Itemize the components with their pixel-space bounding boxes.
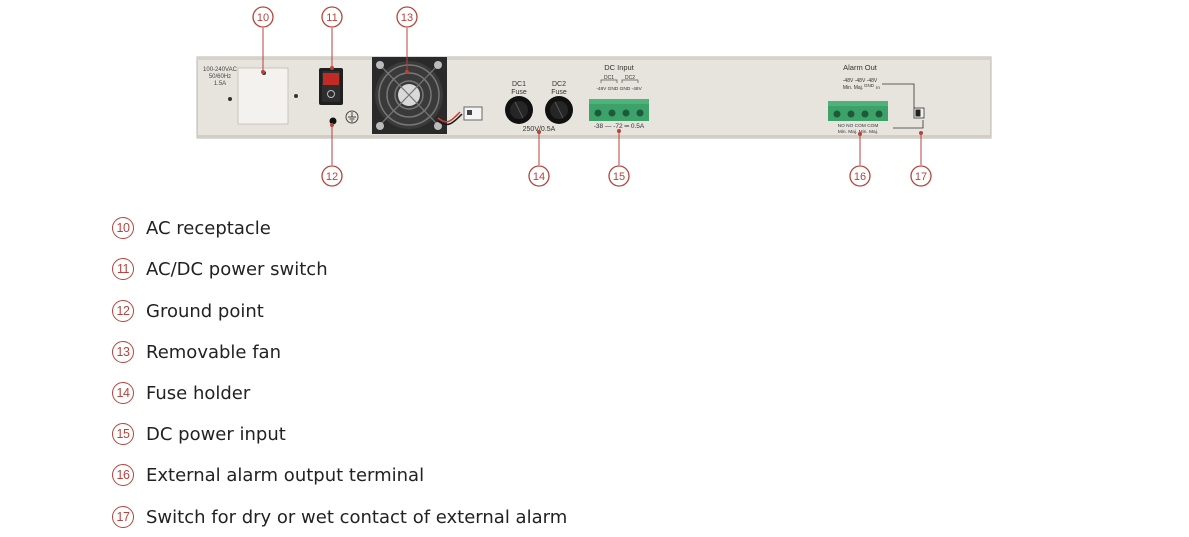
- legend-item-15: 15 DC power input: [112, 421, 286, 447]
- legend-label-15: DC power input: [146, 423, 286, 445]
- fuse-holder-dc1[interactable]: [505, 96, 533, 124]
- dry-wet-contact-switch[interactable]: [913, 107, 925, 119]
- fuse-rating: 250V/0.5A: [523, 126, 556, 133]
- alarm-bottom-line-1: NO NO COM COM: [838, 123, 879, 129]
- svg-text:12: 12: [326, 171, 338, 183]
- svg-text:10: 10: [257, 12, 269, 24]
- ac-rating-line-2: 50/60Hz: [209, 74, 231, 80]
- alarm-bottom-line-2: Min. Maj. Min. Maj.: [838, 129, 878, 135]
- svg-text:15: 15: [613, 171, 625, 183]
- dc2-label: DC2: [552, 81, 566, 88]
- alarm-output-terminal: [828, 101, 888, 121]
- svg-text:17: 17: [915, 171, 927, 183]
- alarm-top-line-2: Min. Maj.: [843, 85, 863, 91]
- dc-power-input-terminal: [589, 99, 649, 121]
- callout-15: 15: [608, 165, 630, 187]
- svg-text:13: 13: [401, 12, 413, 24]
- rear-panel-diagram: 100-240VAC 50/60Hz 1.5A DC1: [196, 6, 992, 187]
- dc-input-voltage-range: -38 — -72 ═ 0.5A: [594, 123, 645, 130]
- legend-label-16: External alarm output terminal: [146, 464, 425, 486]
- legend-number-10: 10: [112, 217, 134, 239]
- legend-number-12: 12: [112, 300, 134, 322]
- callout-14: 14: [528, 165, 550, 187]
- alarm-gnd-label: GND: [864, 83, 875, 88]
- alarm-in-label: In: [876, 85, 880, 90]
- alarm-out-title: Alarm Out: [843, 63, 878, 72]
- legend-item-14: 14 Fuse holder: [112, 380, 250, 406]
- legend-item-10: 10 AC receptacle: [112, 215, 271, 241]
- legend-item-11: 11 AC/DC power switch: [112, 256, 328, 282]
- legend-label-14: Fuse holder: [146, 382, 251, 404]
- callout-12: 12: [321, 165, 343, 187]
- dc-input-dc1-label: DC1: [604, 75, 614, 81]
- legend-label-12: Ground point: [146, 300, 264, 322]
- callout-leaders: [261, 28, 923, 165]
- legend-item-17: 17 Switch for dry or wet contact of exte…: [112, 504, 567, 530]
- legend-item-16: 16 External alarm output terminal: [112, 462, 424, 488]
- dc-input-title: DC Input: [604, 63, 635, 72]
- power-switch[interactable]: [319, 68, 343, 105]
- legend-number-14: 14: [112, 382, 134, 404]
- fuse-holder-dc2[interactable]: [545, 96, 573, 124]
- legend-number-16: 16: [112, 464, 134, 486]
- callout-17: 17: [910, 165, 932, 187]
- dc1-fuse-label: Fuse: [511, 89, 527, 96]
- legend-number-15: 15: [112, 423, 134, 445]
- dc2-fuse-label: Fuse: [551, 89, 567, 96]
- legend-number-13: 13: [112, 341, 134, 363]
- ground-point: [329, 110, 359, 125]
- ac-rating-line-3: 1.5A: [214, 81, 226, 87]
- ac-rating-line-1: 100-240VAC: [203, 67, 238, 73]
- legend-item-12: 12 Ground point: [112, 298, 264, 324]
- svg-text:14: 14: [533, 171, 545, 183]
- dc1-label: DC1: [512, 81, 526, 88]
- callout-16: 16: [849, 165, 871, 187]
- legend-item-13: 13 Removable fan: [112, 339, 281, 365]
- svg-text:11: 11: [326, 12, 337, 24]
- svg-text:16: 16: [854, 171, 866, 183]
- callout-13: 13: [396, 6, 418, 28]
- alarm-top-line-1: -48V -48V -48V: [843, 78, 878, 84]
- legend-label-11: AC/DC power switch: [146, 258, 328, 280]
- removable-fan: [372, 57, 483, 134]
- dc-input-pin-labels: -48V GND GND -48V: [596, 86, 642, 92]
- legend-label-13: Removable fan: [146, 341, 281, 363]
- dc-input-dc2-label: DC2: [625, 75, 635, 81]
- ac-receptacle: [228, 67, 298, 125]
- callout-10: 10: [252, 6, 274, 28]
- legend-label-10: AC receptacle: [146, 217, 271, 239]
- callout-11: 11: [321, 6, 343, 28]
- legend-number-11: 11: [112, 258, 134, 280]
- legend-label-17: Switch for dry or wet contact of externa…: [146, 506, 568, 528]
- legend-number-17: 17: [112, 506, 134, 528]
